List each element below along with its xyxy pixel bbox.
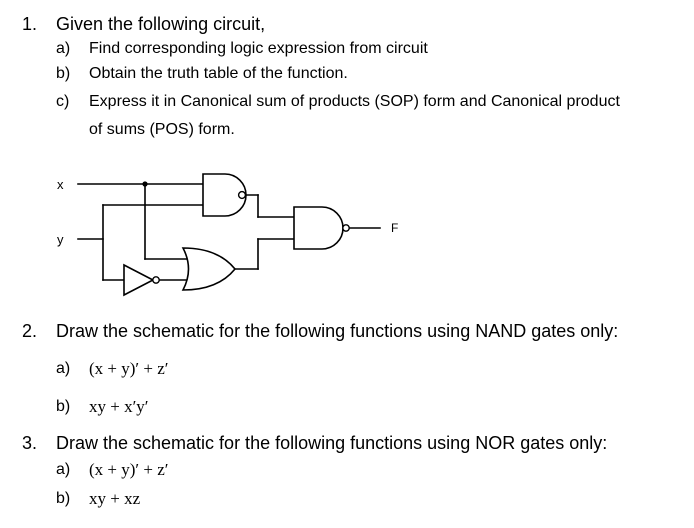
q1-part-c-continuation: of sums (POS) form.	[89, 121, 235, 138]
and-gate	[202, 173, 247, 217]
q3-part-a-expression: (x + y)′ + z′	[89, 460, 169, 479]
question-3-number: 3.	[22, 433, 38, 453]
question-3-prompt: Draw the schematic for the following fun…	[56, 433, 608, 453]
or-gate	[181, 247, 237, 291]
q1-part-a-text: Find corresponding logic expression from…	[89, 40, 428, 57]
not-gate-bubble	[152, 276, 160, 284]
output-f-label: F	[391, 221, 398, 235]
q3-part-b-expression: xy + xz	[89, 489, 141, 508]
nand-gate-output-bubble	[342, 224, 350, 232]
question-2-prompt: Draw the schematic for the following fun…	[56, 321, 619, 341]
q2-part-b-expression: xy + x′y′	[89, 397, 149, 416]
not-gate	[123, 263, 155, 297]
q2-part-b-label: b)	[56, 398, 71, 415]
nand-gate	[293, 206, 344, 250]
question-2-number: 2.	[22, 321, 38, 341]
q1-part-b-label: b)	[56, 65, 71, 82]
x-junction-dot	[142, 181, 148, 187]
input-x-label: x	[57, 177, 64, 192]
q1-part-c-text: Express it in Canonical sum of products …	[89, 93, 620, 110]
input-y-label: y	[57, 232, 64, 247]
q1-part-b-text: Obtain the truth table of the function.	[89, 65, 348, 82]
question-1-number: 1.	[22, 14, 38, 34]
q1-part-c-label: c)	[56, 93, 70, 110]
q3-part-b-label: b)	[56, 490, 71, 507]
q3-part-a-label: a)	[56, 461, 71, 478]
q2-part-a-expression: (x + y)′ + z′	[89, 359, 169, 378]
question-1-prompt: Given the following circuit,	[56, 14, 266, 34]
and-gate-output-bubble	[237, 190, 247, 200]
q1-part-a-label: a)	[56, 40, 71, 57]
q2-part-a-label: a)	[56, 360, 71, 377]
